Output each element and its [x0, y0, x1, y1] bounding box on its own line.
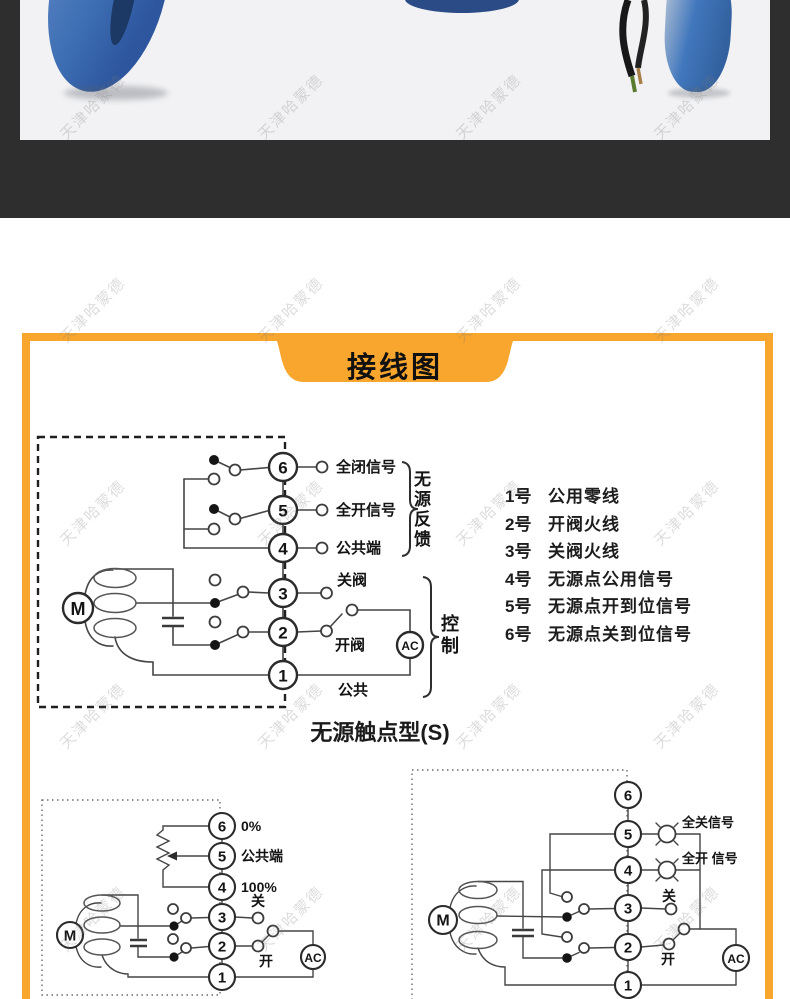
terminal-2: 2 [278, 624, 287, 643]
note-label: 无源点开到位信号 [548, 597, 692, 617]
note-number: 1号 [505, 487, 532, 506]
right-terminal-strip: 6 5 4 3 2 1 [613, 780, 643, 999]
note-number: 3号 [505, 542, 532, 562]
terminal-6: 6 [278, 459, 287, 478]
label-passive-feedback: 无源反馈 [411, 470, 430, 550]
label-close: 关 [662, 888, 676, 904]
note-number: 4号 [505, 569, 532, 589]
ac-source-circle [395, 630, 425, 660]
lamp-signal-wiring-diagram: M 6 5 4 3 2 1 AC 全关信号 全开 信号 关 开 [411, 769, 751, 999]
blue-actuator-ring-right [661, 0, 735, 94]
terminal-1: 1 [278, 667, 287, 686]
control-brace [422, 576, 440, 698]
terminal-2: 2 [624, 940, 632, 957]
left-terminal-strip: 6 5 4 3 2 1 [207, 811, 237, 992]
main-wires [114, 459, 411, 676]
terminal-3: 3 [624, 901, 632, 918]
ac-source-circle [299, 943, 327, 971]
terminal-1: 1 [624, 978, 632, 995]
note-label: 公用零线 [548, 487, 620, 506]
limit-switches [207, 455, 359, 650]
note-label: 无源点关到位信号 [548, 624, 692, 644]
cable-wires [619, 0, 649, 93]
terminal-3: 3 [218, 910, 226, 927]
label-common-terminal: 公共端 [336, 539, 381, 557]
wiring-box-border-left [22, 333, 30, 999]
label-common-terminal: 公共端 [241, 848, 283, 864]
note-label: 关阀火线 [548, 542, 620, 562]
feedback-brace [401, 461, 419, 557]
terminal-2: 2 [218, 939, 226, 956]
label-open: 开 [661, 951, 675, 967]
diagram-subtitle: 无源触点型(S) [310, 720, 450, 745]
label-control: 控制 [439, 614, 459, 658]
note-row: 5号无源点开到位信号 [505, 592, 692, 620]
terminal-6: 6 [218, 819, 226, 836]
note-number: 5号 [505, 597, 532, 617]
note-label: 无源点公用信号 [548, 569, 674, 589]
terminal-4: 4 [218, 880, 227, 897]
ac-source-circle [721, 943, 751, 973]
note-number: 6号 [505, 624, 532, 644]
ring-shadow [64, 86, 168, 100]
terminal-5: 5 [278, 502, 287, 521]
note-row: 2号开阀火线 [505, 510, 692, 538]
main-wiring-diagram: M 6 5 4 3 2 1 AC 全闭信号 全开信号 公共端 关阀 开阀 公共 [36, 435, 440, 709]
motor-label: M [436, 913, 449, 930]
terminal-strip: 6 5 4 3 2 1 [267, 451, 299, 691]
motor-label: M [71, 599, 86, 619]
section-title: 接线图 [346, 352, 443, 384]
terminal-5: 5 [624, 827, 632, 844]
left-diagram-wires [101, 825, 314, 978]
label-close-valve: 关阀 [337, 571, 367, 589]
terminal-4: 4 [624, 863, 633, 880]
signal-terminals [315, 460, 329, 555]
label-100-percent: 100% [241, 879, 277, 895]
slab-shadow [668, 88, 730, 98]
left-switch-contacts [167, 903, 280, 962]
signal-lamps [655, 822, 679, 882]
note-row: 4号无源点公用信号 [505, 565, 692, 593]
terminal-notes-list: 1号公用零线 2号开阀火线 3号关阀火线 4号无源点公用信号 5号无源点开到位信… [505, 482, 692, 648]
label-open: 开 [259, 953, 273, 969]
note-row: 6号无源点关到位信号 [505, 620, 692, 648]
banner-tab [270, 333, 520, 382]
motor-label: M [64, 928, 77, 945]
potentiometer-arrow [167, 851, 177, 861]
terminal-6: 6 [624, 788, 632, 805]
ac-label: AC [304, 951, 322, 965]
actuator-enclosure-dashed [36, 435, 287, 709]
ac-label: AC [401, 639, 419, 653]
wiring-box-border-right [765, 333, 773, 999]
product-photo [20, 0, 770, 140]
terminal-4: 4 [278, 540, 288, 559]
potentiometer-wiring-diagram: M 6 5 4 3 2 1 AC 0% 公共端 100% 关 开 [41, 799, 327, 996]
terminal-5: 5 [218, 849, 226, 866]
label-0-percent: 0% [241, 818, 262, 834]
note-row: 3号关阀火线 [505, 537, 692, 565]
label-common: 公共 [338, 682, 368, 699]
label-full-close-signal: 全闭信号 [335, 458, 396, 476]
watermark: 天津哈蒙德 [651, 680, 724, 753]
right-switch-contacts [561, 891, 691, 963]
left-motor-assembly: M [55, 894, 147, 968]
note-row: 1号公用零线 [505, 482, 692, 510]
label-full-open-signal: 全开 信号 [681, 851, 738, 866]
motor-assembly: M [61, 567, 184, 647]
terminal-1: 1 [218, 970, 226, 987]
label-full-open-signal: 全开信号 [335, 501, 396, 519]
blue-part-top-center [405, 0, 519, 13]
note-label: 开阀火线 [548, 514, 620, 534]
motor-circle [61, 591, 95, 625]
label-close: 关 [251, 893, 265, 909]
note-number: 2号 [505, 514, 532, 534]
label-full-close-signal: 全关信号 [681, 815, 734, 830]
ac-label: AC [727, 952, 745, 966]
label-open-valve: 开阀 [335, 636, 365, 654]
right-motor-assembly: M [427, 880, 534, 955]
terminal-3: 3 [278, 585, 287, 604]
